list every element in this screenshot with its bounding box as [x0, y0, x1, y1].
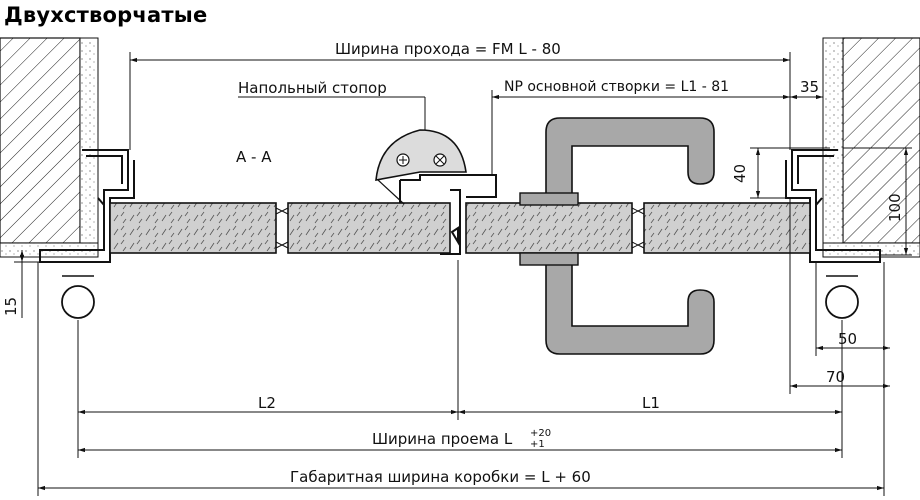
- l1-label: L1: [642, 394, 660, 412]
- dim-35-label: 35: [800, 78, 819, 96]
- passive-leaf: [109, 202, 451, 254]
- tolerance-minus: +1: [530, 439, 545, 450]
- floor-stop-icon: [375, 129, 467, 205]
- floor-stop-label: Напольный стопор: [238, 79, 387, 97]
- dim-50-label: 50: [838, 330, 857, 348]
- tolerance-plus: +20: [530, 428, 551, 439]
- active-leaf: [465, 202, 811, 254]
- left-frame-profile: [39, 149, 135, 263]
- l2-label: L2: [258, 394, 276, 412]
- np-main-leaf-label: NP основной створки = L1 - 81: [504, 79, 729, 95]
- section-label: A - A: [236, 148, 272, 166]
- meeting-profile: [399, 174, 497, 255]
- page-title: Двухстворчатые: [4, 3, 208, 27]
- right-roller: [825, 275, 859, 319]
- frame-width-label: Габаритная ширина коробки = L + 60: [290, 468, 591, 486]
- left-wall: [0, 37, 99, 258]
- dim-70-label: 70: [826, 368, 845, 386]
- passage-width-label: Ширина прохода = FM L - 80: [335, 40, 561, 58]
- dim-15-label: 15: [2, 297, 20, 316]
- dim-40-label: 40: [731, 164, 749, 183]
- door-handle: [519, 117, 715, 355]
- opening-width-label: Ширина проема L: [372, 430, 513, 448]
- right-frame-profile: [785, 149, 881, 263]
- left-roller: [61, 275, 95, 319]
- dim-100-label: 100: [886, 193, 904, 222]
- dimension-lines: [14, 52, 912, 496]
